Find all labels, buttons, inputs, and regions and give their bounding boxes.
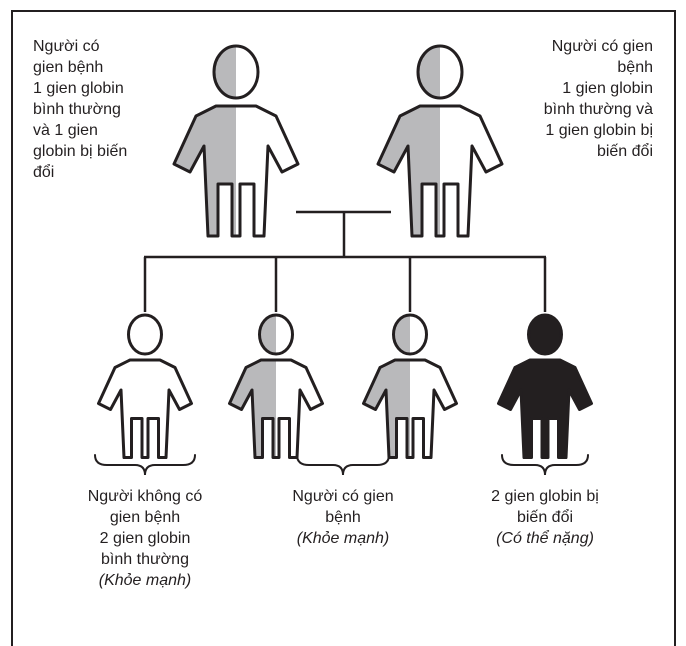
normal-child-line-4: bình thường [101, 551, 189, 568]
mother-figure [376, 44, 504, 238]
brace-affected [501, 454, 589, 476]
brace-carriers [296, 454, 390, 476]
right-parent-label: Người có gien bệnh 1 gien globin bình th… [544, 36, 653, 162]
right-parent-line-3: 1 gien globin [562, 80, 653, 97]
left-parent-line-6: globin bị biến [33, 143, 128, 160]
right-parent-line-6: biến đổi [596, 143, 653, 160]
diagram-frame [11, 10, 676, 646]
normal-child-line-1: Người không có [87, 488, 203, 505]
pedigree-lines [143, 210, 547, 312]
left-parent-label: Người có gien bệnh 1 gien globin bình th… [33, 36, 127, 183]
child-carrier-2-figure [362, 313, 458, 459]
left-parent-line-7: đổi [33, 164, 55, 181]
child-normal-figure [97, 313, 193, 459]
carrier-child-line-2: bệnh [325, 509, 361, 526]
affected-child-label: 2 gien globin bị biến đổi (Có thể nặng) [455, 486, 635, 549]
affected-child-line-1: 2 gien globin bị [491, 488, 599, 505]
normal-child-label: Người không có gien bệnh 2 gien globin b… [45, 486, 245, 591]
normal-child-line-3: 2 gien globin [99, 530, 191, 547]
left-parent-line-5: và 1 gien [33, 122, 98, 139]
left-parent-line-4: bình thường [33, 101, 121, 118]
right-parent-line-1: Người có gien [551, 38, 653, 55]
brace-normal [94, 454, 196, 476]
normal-child-note: (Khỏe mạnh) [98, 572, 192, 589]
child-carrier-1-figure [228, 313, 324, 459]
braces [94, 454, 589, 476]
left-parent-line-3: 1 gien globin [33, 80, 124, 97]
normal-child-line-2: gien bệnh [109, 509, 181, 526]
father-figure [172, 44, 300, 238]
right-parent-line-2: bệnh [617, 59, 653, 76]
child-affected-figure [497, 313, 593, 459]
left-parent-line-1: Người có [33, 38, 100, 55]
affected-child-line-2: biến đổi [516, 509, 574, 526]
left-parent-line-2: gien bệnh [33, 59, 104, 76]
carrier-child-note: (Khỏe mạnh) [296, 530, 390, 547]
affected-child-note: (Có thể nặng) [496, 530, 594, 547]
carrier-child-line-1: Người có gien [292, 488, 394, 505]
right-parent-line-4: bình thường và [543, 101, 653, 118]
carrier-child-label: Người có gien bệnh (Khỏe mạnh) [253, 486, 433, 549]
right-parent-line-5: 1 gien globin bị [545, 122, 653, 139]
